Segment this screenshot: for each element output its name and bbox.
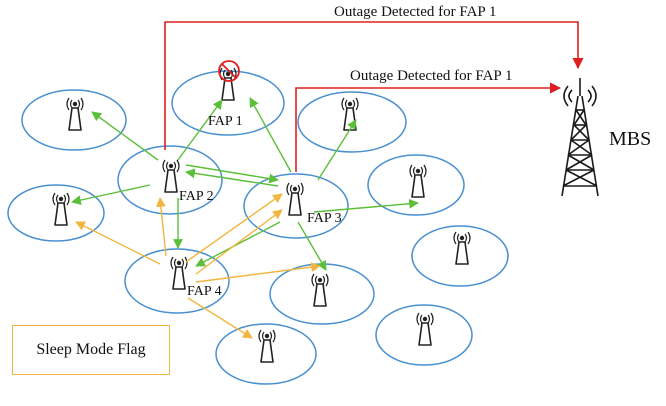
cell-top-mid: [297, 91, 407, 153]
antenna-tower-icon: [341, 97, 359, 131]
antenna-tower-icon: [66, 97, 84, 131]
sleep-mode-flag-label: Sleep Mode Flag: [36, 341, 146, 358]
cell-fap4: [124, 248, 230, 314]
cell-right-mid: [367, 154, 465, 216]
mbs-label: MBS: [609, 128, 651, 150]
antenna-tower-icon: [52, 192, 70, 226]
antenna-tower-icon: [258, 329, 276, 363]
orange-arrows: [75, 193, 321, 339]
fap3-label: FAP 3: [307, 211, 342, 226]
cell-top-left: [21, 89, 127, 151]
antenna-tower-icon: [409, 164, 427, 198]
outage-path-fap3: [295, 82, 562, 172]
green-arrows: [71, 97, 419, 271]
fap2-label: FAP 2: [179, 189, 214, 204]
cell-bottom-right: [375, 304, 473, 366]
antenna-tower-icon: [286, 182, 304, 216]
fap4-label: FAP 4: [187, 284, 222, 299]
antenna-tower-icon: [219, 67, 237, 101]
cell-right: [411, 225, 509, 287]
antenna-tower-icon: [453, 231, 471, 265]
outage-label-mid: Outage Detected for FAP 1: [350, 68, 512, 84]
fap1-label: FAP 1: [208, 114, 243, 129]
lattice-tower-icon: [561, 78, 599, 197]
cell-fap2: [117, 145, 223, 215]
antenna-tower-icon: [311, 273, 329, 307]
cell-left: [7, 184, 105, 242]
outage-label-top: Outage Detected for FAP 1: [334, 4, 496, 20]
outage-arrows: [164, 21, 584, 172]
cell-bottom: [215, 323, 317, 385]
antenna-tower-icon: [170, 256, 188, 290]
antenna-tower-icon: [416, 312, 434, 346]
antenna-tower-icon: [162, 159, 180, 193]
no-signal-icon: [218, 60, 240, 82]
outage-path-fap2: [164, 21, 584, 150]
sleep-mode-flag-legend: Sleep Mode Flag: [12, 325, 170, 375]
cell-fap3: [243, 173, 349, 239]
